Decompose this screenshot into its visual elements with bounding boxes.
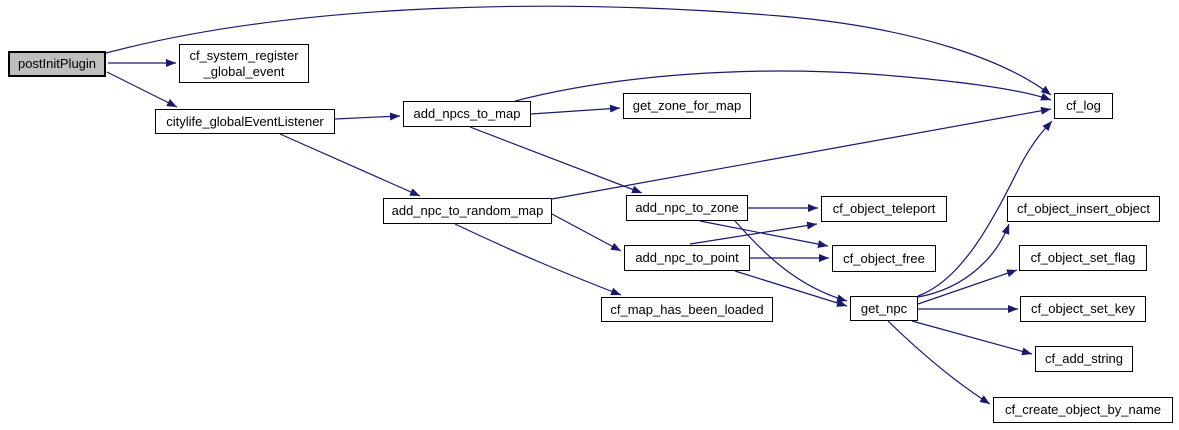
node-get_zone_for_map[interactable]: get_zone_for_map [623,93,751,119]
edge-add_npc_to_random_map-to-cf_log [551,106,1052,200]
edge-add_npcs_to_map-to-add_npc_to_zone [469,126,643,194]
node-cf_add_string[interactable]: cf_add_string [1035,346,1133,372]
edge-get_npc-to-cf_add_string [911,320,1033,356]
node-postInitPlugin[interactable]: postInitPlugin [8,51,106,77]
node-cf_create_object_by_name[interactable]: cf_create_object_by_name [993,397,1173,423]
node-cf_object_insert_object[interactable]: cf_object_insert_object [1007,196,1160,222]
node-add_npc_to_random_map[interactable]: add_npc_to_random_map [383,198,552,224]
edge-add_npc_to_zone-to-cf_object_free [699,220,829,249]
edge-get_npc-to-cf_object_set_flag [917,269,1018,305]
node-get_npc[interactable]: get_npc [850,296,918,321]
edge-get_npc-to-cf_create_object_by_name [887,320,991,405]
edge-add_npc_to_point-to-get_npc [734,270,848,307]
node-add_npc_to_zone[interactable]: add_npc_to_zone [626,195,748,221]
node-cf_object_set_key[interactable]: cf_object_set_key [1020,296,1146,322]
edge-postInitPlugin-to-cf_log [105,5,1052,96]
node-add_npcs_to_map[interactable]: add_npcs_to_map [403,101,531,127]
node-cf_object_set_flag[interactable]: cf_object_set_flag [1019,245,1147,271]
node-add_npc_to_point[interactable]: add_npc_to_point [624,245,750,271]
edge-add_npc_to_zone-to-get_npc [734,220,848,303]
node-cf_object_free[interactable]: cf_object_free [832,245,936,272]
edge-citylife_globalEventListener-to-add_npcs_to_map [334,112,401,121]
node-cf_system_register_global_event[interactable]: cf_system_register _global_event [179,44,309,83]
edge-get_npc-to-cf_log [917,120,1053,297]
edge-add_npc_to_random_map-to-cf_map_has_been_loaded [454,223,622,296]
node-cf_log[interactable]: cf_log [1054,93,1113,119]
edge-get_npc-to-cf_object_insert_object [917,223,1010,298]
node-citylife_globalEventListener[interactable]: citylife_globalEventListener [155,109,335,134]
edge-add_npc_to_point-to-cf_object_teleport [689,221,818,245]
node-cf_map_has_been_loaded[interactable]: cf_map_has_been_loaded [601,297,773,322]
edge-add_npc_to_random_map-to-add_npc_to_point [551,213,622,252]
edge-add_npcs_to_map-to-cf_log [514,70,1052,102]
node-cf_object_teleport[interactable]: cf_object_teleport [821,196,947,222]
edge-postInitPlugin-to-citylife_globalEventListener [106,71,178,108]
edge-add_npcs_to_map-to-get_zone_for_map [530,104,621,115]
edge-citylife_globalEventListener-to-add_npc_to_random_map [279,133,421,197]
